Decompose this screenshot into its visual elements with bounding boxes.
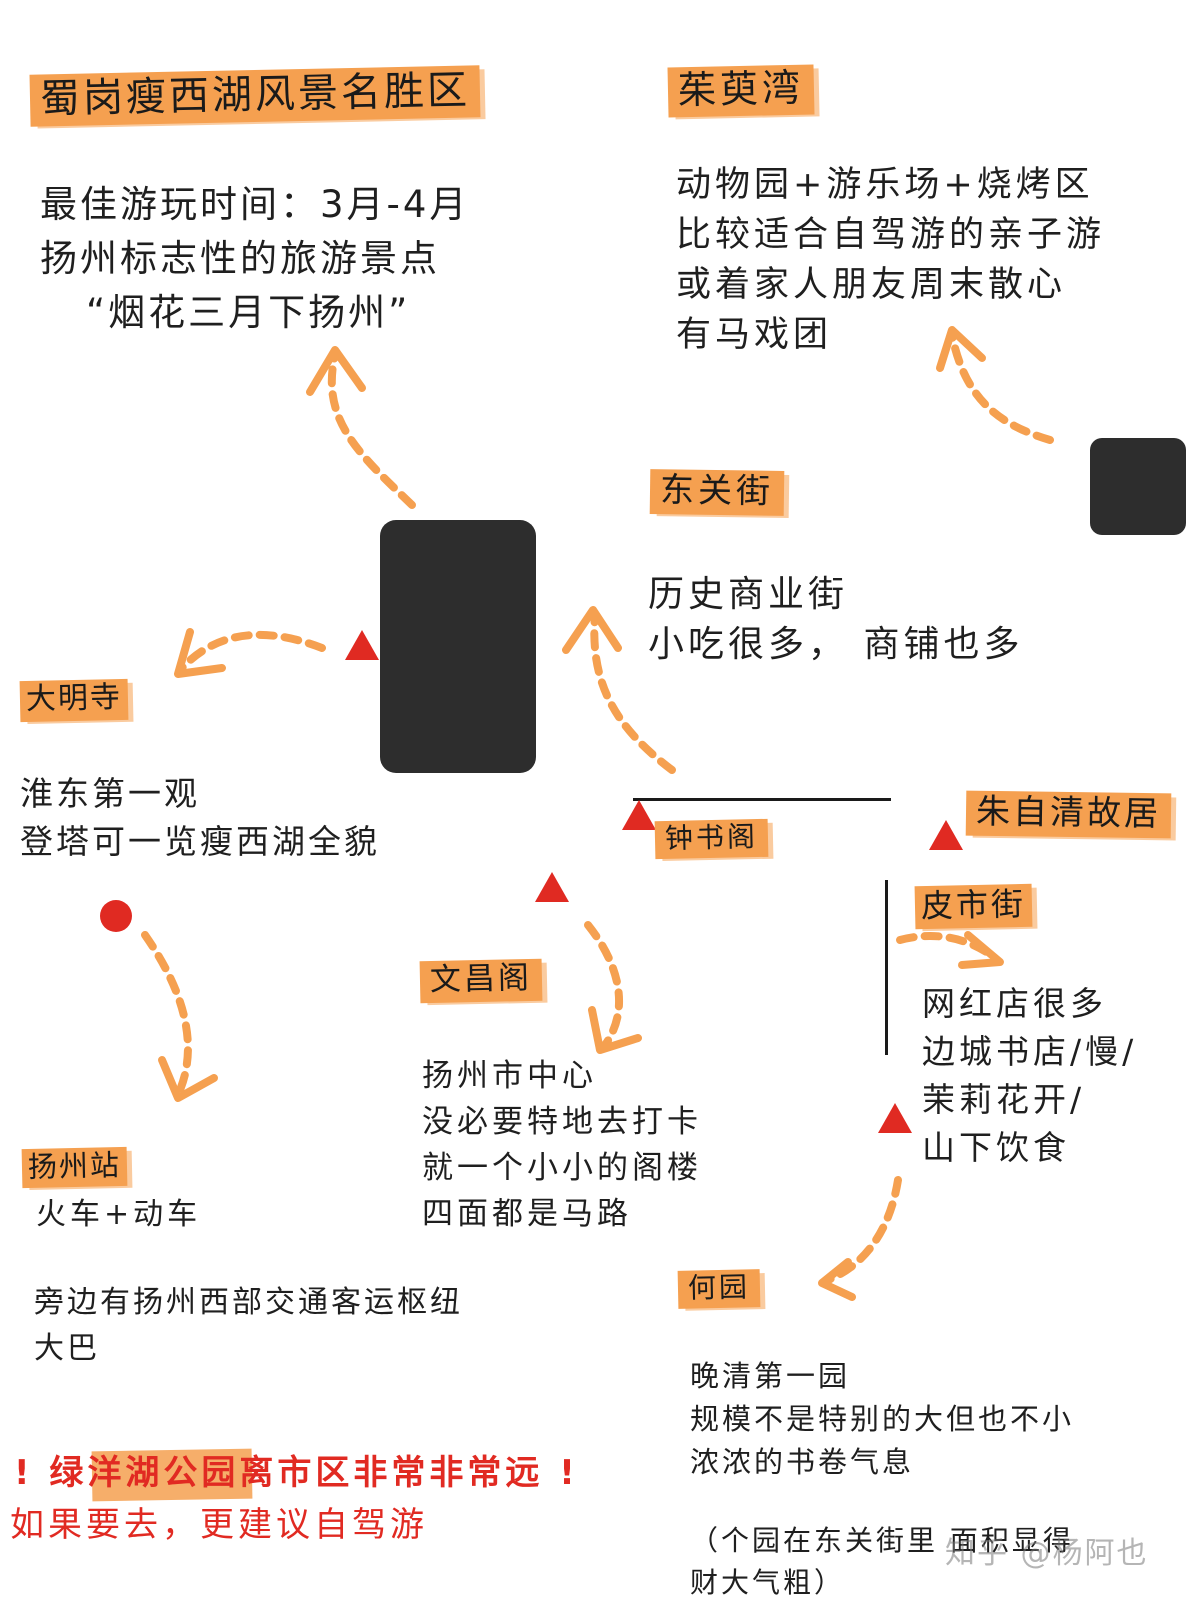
wenchangge-line: 就一个小小的阁楼 bbox=[422, 1150, 702, 1186]
corner-image-placeholder bbox=[1090, 438, 1186, 535]
arrowhead-yangzhouzhan bbox=[158, 1056, 218, 1102]
arrowhead-heyuan bbox=[818, 1258, 856, 1301]
location-marker-zhongshuge bbox=[622, 800, 656, 830]
damingsi-line: 淮东第一观 bbox=[20, 774, 200, 813]
yangzhouzhan-line: 火车+动车 bbox=[36, 1197, 202, 1232]
heyuan-title: 何园 bbox=[677, 1269, 761, 1310]
pishijie-description: 网红店很多 边城书店/慢/ 茉莉花开/ 山下饮食 bbox=[922, 980, 1137, 1172]
pishijie-divider-line bbox=[885, 880, 888, 1055]
warning-text-2: 如果要去，更建议自驾游 bbox=[10, 1505, 428, 1545]
exclamation-icon: ! bbox=[14, 1453, 34, 1493]
arrow-to-heyuan bbox=[824, 1176, 902, 1284]
pishijie-line: 网红店很多 bbox=[922, 984, 1107, 1023]
arrowhead-wenchangge bbox=[588, 1006, 642, 1054]
yangzhouzhan-title: 扬州站 bbox=[21, 1146, 128, 1189]
dongguanjie-line: 小吃很多， 商铺也多 bbox=[648, 624, 1024, 665]
location-marker-zhuziqing bbox=[929, 820, 963, 850]
divider-line bbox=[633, 798, 891, 801]
pishijie-line: 茉莉花开/ bbox=[922, 1080, 1086, 1119]
location-marker-wenchangge bbox=[535, 872, 569, 902]
yangzhouzhan-description: 火车+动车 bbox=[36, 1193, 201, 1237]
yangzhouzhan-extra-line: 旁边有扬州西部交通客运枢纽 bbox=[34, 1285, 463, 1320]
dongguanjie-title: 东关街 bbox=[649, 469, 785, 517]
dongguanjie-line: 历史商业街 bbox=[648, 574, 849, 615]
location-marker-map bbox=[345, 630, 379, 660]
arrow-to-shouxihu bbox=[327, 351, 416, 509]
shouxihu-title: 蜀岗瘦西湖风景名胜区 bbox=[29, 65, 481, 127]
arrowhead-shouxihu bbox=[306, 346, 366, 396]
shouxihu-description: 最佳游玩时间：3月-4月 扬州标志性的旅游景点 “烟花三月下扬州” bbox=[40, 178, 469, 340]
location-dot-yangzhouzhan bbox=[100, 900, 132, 932]
pishijie-line: 山下饮食 bbox=[922, 1128, 1070, 1167]
location-marker-heyuan bbox=[878, 1103, 912, 1133]
moyuwan-line: 动物园+游乐场+烧烤区 bbox=[676, 165, 1094, 205]
moyuwan-description: 动物园+游乐场+烧烤区 比较适合自驾游的亲子游 或着家人朋友周末散心 有马戏团 bbox=[676, 160, 1105, 360]
heyuan-line: 晚清第一园 bbox=[690, 1359, 851, 1393]
wenchangge-title: 文昌阁 bbox=[419, 958, 543, 1003]
moyuwan-line: 比较适合自驾游的亲子游 bbox=[676, 215, 1106, 255]
shouxihu-line: “烟花三月下扬州” bbox=[86, 291, 411, 334]
wenchangge-description: 扬州市中心 没必要特地去打卡 就一个小小的阁楼 四面都是马路 bbox=[422, 1053, 702, 1237]
arrowhead-pishijie bbox=[958, 931, 1004, 969]
pishijie-line: 边城书店/慢/ bbox=[922, 1032, 1138, 1071]
map-image-placeholder bbox=[380, 520, 536, 773]
warning-text-1: 绿洋湖公园离市区非常非常远 bbox=[49, 1453, 544, 1493]
yangzhouzhan-extra-line: 大巴 bbox=[34, 1331, 100, 1366]
arrowhead-moyuwan bbox=[936, 326, 986, 372]
wenchangge-line: 没必要特地去打卡 bbox=[422, 1104, 702, 1140]
zhuziqing-title: 朱自清故居 bbox=[965, 790, 1172, 839]
damingsi-line: 登塔可一览瘦西湖全貌 bbox=[20, 822, 380, 861]
moyuwan-line: 或着家人朋友周末散心 bbox=[676, 265, 1067, 305]
watermark: 知乎 @杨阿也 bbox=[945, 1536, 1149, 1571]
arrow-to-wenchangge bbox=[584, 921, 623, 1049]
heyuan-note-line: 财大气粗） bbox=[690, 1566, 846, 1599]
moyuwan-title: 茱萸湾 bbox=[667, 64, 815, 118]
damingsi-title: 大明寺 bbox=[19, 678, 129, 722]
arrow-to-damingsi bbox=[178, 630, 326, 672]
heyuan-note-line: （个园在东关街里 面积显得 bbox=[690, 1524, 1074, 1557]
wenchangge-line: 四面都是马路 bbox=[422, 1196, 632, 1232]
heyuan-note: （个园在东关街里 面积显得 财大气粗） bbox=[690, 1520, 1074, 1604]
dongguanjie-description: 历史商业街 小吃很多， 商铺也多 bbox=[648, 570, 1023, 670]
heyuan-description: 晚清第一园 规模不是特别的大但也不小 浓浓的书卷气息 bbox=[690, 1355, 1074, 1484]
shouxihu-line: 最佳游玩时间：3月-4月 bbox=[40, 183, 470, 226]
exclamation-icon: ! bbox=[559, 1453, 579, 1493]
arrow-to-yangzhouzhan bbox=[141, 931, 192, 1094]
arrow-to-moyuwan bbox=[948, 331, 1054, 444]
pishijie-title: 皮市街 bbox=[914, 883, 1033, 930]
arrowhead-dongguanjie bbox=[562, 606, 622, 654]
arrow-to-dongguanjie bbox=[590, 611, 676, 774]
moyuwan-line: 有马戏团 bbox=[676, 315, 833, 355]
zhongshuge-title: 钟书阁 bbox=[654, 818, 769, 860]
warning-line-2: 如果要去，更建议自驾游 bbox=[10, 1500, 428, 1550]
shouxihu-line: 扬州标志性的旅游景点 bbox=[40, 237, 440, 280]
wenchangge-line: 扬州市中心 bbox=[422, 1058, 597, 1094]
arrowhead-damingsi bbox=[174, 628, 226, 678]
heyuan-line: 规模不是特别的大但也不小 bbox=[690, 1402, 1075, 1436]
damingsi-description: 淮东第一观 登塔可一览瘦西湖全貌 bbox=[20, 770, 380, 866]
heyuan-line: 浓浓的书卷气息 bbox=[690, 1445, 915, 1479]
yangzhouzhan-extra: 旁边有扬州西部交通客运枢纽 大巴 bbox=[34, 1280, 463, 1372]
warning-line-1: ! 绿洋湖公园离市区非常非常远 ! bbox=[14, 1448, 579, 1498]
